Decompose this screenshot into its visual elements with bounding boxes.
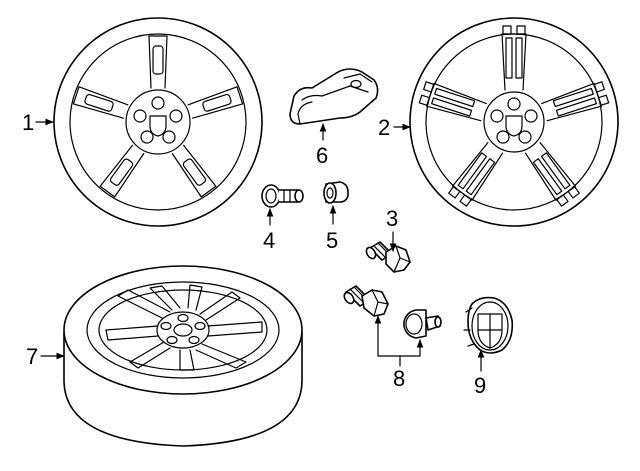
locking-bolt-8 xyxy=(343,285,389,317)
callout-6: 6 xyxy=(316,143,328,168)
callout-8: 8 xyxy=(393,366,405,391)
wheel-bolt-3 xyxy=(365,241,411,273)
callout-3: 3 xyxy=(386,206,398,231)
callout-4: 4 xyxy=(263,228,275,253)
wheel-2-center-cap xyxy=(505,115,523,137)
callout-2: 2 xyxy=(378,115,390,140)
wheel-1-spokes xyxy=(72,35,244,198)
leader-lines xyxy=(35,118,485,372)
valve-stem-4 xyxy=(261,184,304,208)
center-cap-9 xyxy=(463,296,514,354)
callout-9: 9 xyxy=(474,373,486,398)
spare-tire-lug-holes xyxy=(160,313,206,345)
valve-cap-5 xyxy=(323,181,349,204)
wheel-2-lug-holes xyxy=(490,97,538,144)
tpms-sensor-6 xyxy=(289,68,379,125)
wheel-1-lug-holes xyxy=(133,96,183,144)
wheel-1-center-cap xyxy=(149,115,167,137)
callout-5: 5 xyxy=(326,228,338,253)
wheel-2-spokes xyxy=(418,25,610,207)
wheel-1 xyxy=(53,17,263,227)
callout-7: 7 xyxy=(26,344,38,369)
callout-1: 1 xyxy=(22,110,34,135)
spare-tire-7 xyxy=(63,265,303,447)
wheel-2 xyxy=(409,17,619,227)
lock-key-8 xyxy=(403,309,442,339)
spare-tire-spokes xyxy=(105,284,263,371)
